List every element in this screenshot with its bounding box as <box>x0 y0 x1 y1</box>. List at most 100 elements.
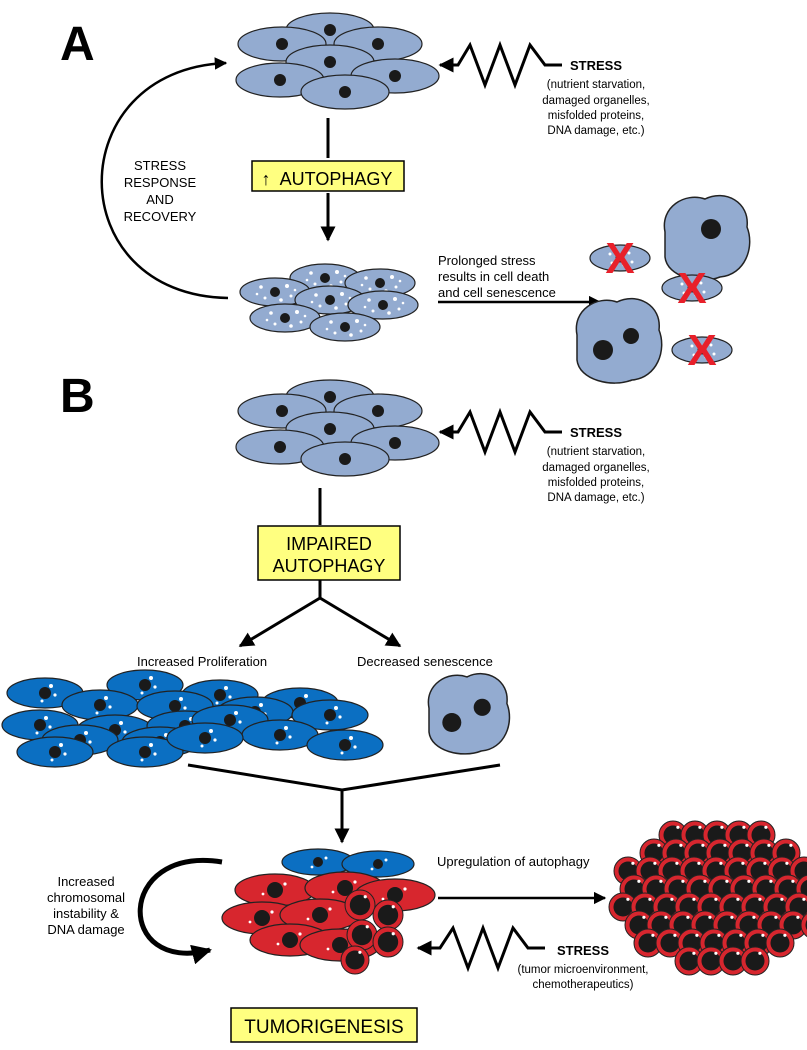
normal-cell-cluster-b <box>235 379 440 477</box>
cell-nucleus <box>377 931 399 953</box>
cell-nucleus <box>372 38 384 50</box>
cell-nucleus <box>668 879 688 899</box>
stress-title-a: STRESS <box>570 58 622 73</box>
vesicle <box>353 745 357 749</box>
vesicle <box>275 741 279 745</box>
cell-nucleus <box>638 933 658 953</box>
vesicle <box>780 897 784 901</box>
vesicle <box>626 897 630 901</box>
vesicle <box>622 263 626 267</box>
prolonged-label-3: and cell senescence <box>438 285 556 300</box>
cell-nucleus <box>94 699 106 711</box>
instability-loop-arrow <box>137 857 223 965</box>
resistant-cell <box>740 946 770 976</box>
vesicle <box>692 897 696 901</box>
vesicle <box>364 276 368 280</box>
vesicle <box>664 915 668 919</box>
cell-nucleus <box>320 273 330 283</box>
vesicle <box>215 701 219 705</box>
vesicle <box>758 897 762 901</box>
vesicle <box>742 825 746 829</box>
cell-nucleus <box>254 910 270 926</box>
vesicle <box>104 696 108 700</box>
vesicle <box>209 729 213 733</box>
cell <box>234 873 316 907</box>
vesicle <box>769 879 773 883</box>
cell-nucleus <box>377 904 399 926</box>
cell-nucleus <box>794 861 807 881</box>
vesicle <box>394 285 398 289</box>
vesicle <box>306 917 310 921</box>
vesicle <box>745 843 749 847</box>
cell-nucleus <box>339 453 351 465</box>
vesicle <box>213 738 217 742</box>
resistant-cell <box>344 889 376 921</box>
vesicle <box>238 720 242 724</box>
vesicle <box>140 758 144 762</box>
vesicle <box>259 703 263 707</box>
vesicle <box>695 933 699 937</box>
vesicle <box>741 861 745 865</box>
cell-nucleus <box>723 951 743 971</box>
vesicle <box>680 282 684 286</box>
vesicle <box>736 951 740 955</box>
vesicle <box>701 843 705 847</box>
instability-label-1: Increased <box>57 874 114 889</box>
cell-nucleus <box>337 880 353 896</box>
panel-b-label: B <box>60 370 95 423</box>
vesicle <box>324 856 328 860</box>
vesicle <box>763 861 767 865</box>
cell-nucleus <box>756 879 776 899</box>
vesicle <box>224 686 228 690</box>
cell-nucleus <box>49 746 61 758</box>
prolonged-label-1: Prolonged stress <box>438 253 536 268</box>
vesicle <box>682 291 686 295</box>
vesicle <box>791 879 795 883</box>
cell-nucleus <box>646 879 666 899</box>
senescent-cell-body <box>575 297 663 384</box>
vesicle <box>310 865 314 869</box>
vesicle <box>59 743 63 747</box>
vesicle <box>325 721 329 725</box>
dying-cell-2: X <box>661 264 723 313</box>
vesicle <box>108 705 112 709</box>
vesicle <box>789 843 793 847</box>
cell-nucleus <box>224 714 236 726</box>
cell-nucleus <box>712 879 732 899</box>
vesicle <box>84 731 88 735</box>
vesicle <box>339 280 343 284</box>
stress-title-b: STRESS <box>570 425 622 440</box>
senescent-cell-2 <box>575 297 663 384</box>
cell-nucleus <box>623 328 639 344</box>
vesicle <box>270 910 274 914</box>
autophagy-up-glyph: ↑ <box>262 169 271 189</box>
cell-nucleus <box>734 879 754 899</box>
cell-nucleus <box>39 687 51 699</box>
vesicle <box>200 744 204 748</box>
vesicle <box>153 752 157 756</box>
cell-nucleus <box>312 907 328 923</box>
cell-nucleus <box>139 746 151 758</box>
stress-detail-a-2: damaged organelles, <box>542 95 649 107</box>
vesicle <box>358 950 362 954</box>
cell-nucleus <box>389 437 401 449</box>
vesicle <box>183 706 187 710</box>
cell-nucleus <box>375 278 385 288</box>
vesicle <box>767 843 771 847</box>
vesicle <box>659 879 663 883</box>
merge-lines <box>187 763 501 792</box>
vesicle <box>328 907 332 911</box>
resistant-cell <box>340 945 370 975</box>
cell <box>166 722 244 754</box>
resistant-cell <box>372 899 404 931</box>
tumor-cell-cluster <box>221 848 436 975</box>
vesicle <box>676 825 680 829</box>
cell <box>300 74 390 110</box>
resistant-cell <box>674 946 704 976</box>
cell-nucleus <box>770 933 790 953</box>
cell-nucleus <box>687 283 697 293</box>
vesicle <box>88 740 92 744</box>
vesicle <box>384 858 388 862</box>
vesicle <box>359 329 363 333</box>
vesicle <box>289 324 293 328</box>
